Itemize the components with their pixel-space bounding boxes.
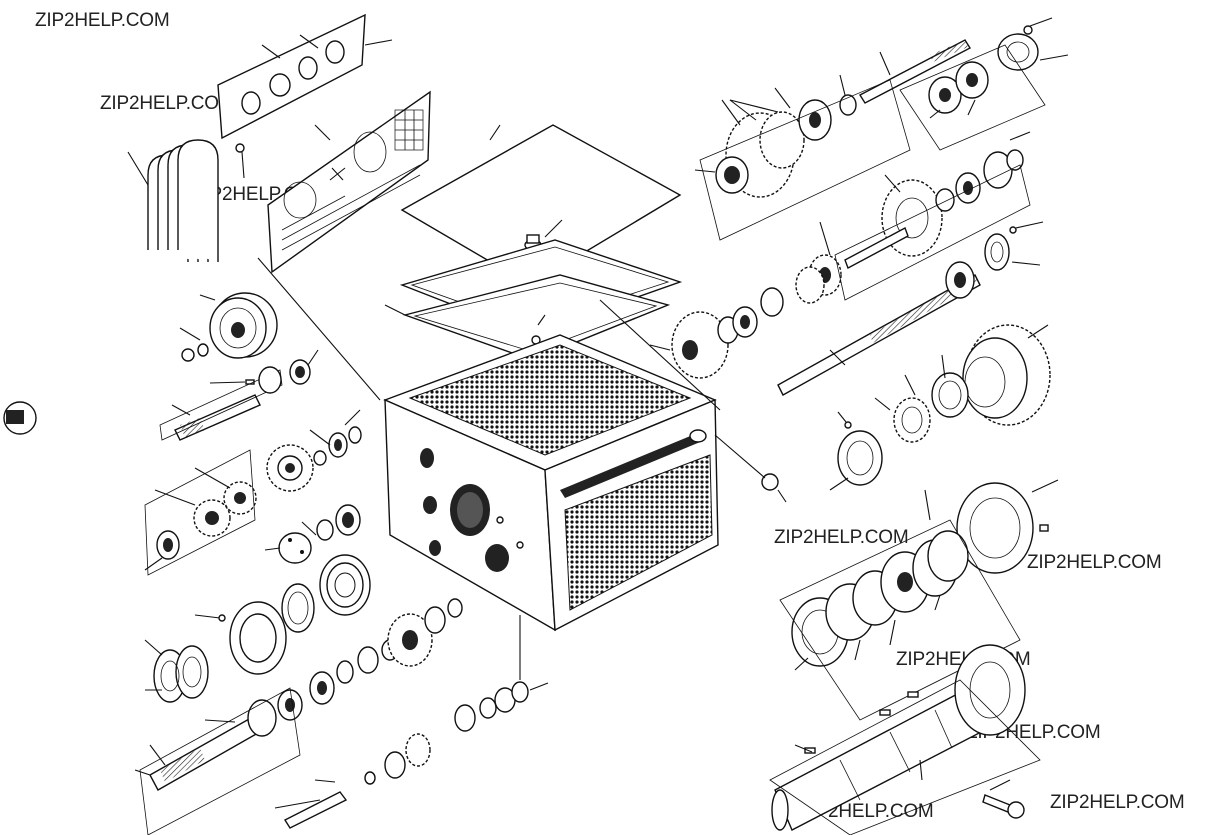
input-shaft [159, 369, 283, 441]
long-spline-shaft [777, 261, 981, 396]
gear-train-lower-center [309, 598, 463, 705]
top-cover-plate [400, 124, 682, 286]
large-bearing-center-left [281, 554, 371, 633]
spindle-flange-ring [956, 479, 1059, 574]
cover-plate-lower [402, 274, 671, 361]
spindle-gear [962, 324, 1051, 426]
indicator-plate [217, 13, 393, 140]
gear-cluster-mid-right [808, 131, 1031, 301]
bearing-pair-left [258, 349, 319, 394]
belt-pulley [179, 292, 278, 362]
gear-stack-center-right [599, 266, 825, 411]
instruction-panel [257, 90, 431, 401]
spindle-bearing-set [779, 489, 1021, 721]
end-cap-right [984, 221, 1044, 271]
small-bearing-left [144, 530, 180, 571]
gear-cluster-left-mid [144, 449, 257, 576]
watermark-upper-left: ZIP2HELP.COM [100, 93, 235, 114]
gear-cluster-top [694, 74, 911, 241]
top-right-shaft [859, 17, 1069, 104]
main-spindle [769, 644, 1041, 835]
circlip-and-bearing [316, 504, 361, 541]
screw [235, 143, 245, 179]
watermark-mid-right: ZIP2HELP.COM [774, 527, 909, 548]
gear-left-upper [266, 409, 362, 492]
v-belts [127, 139, 219, 262]
spindle-bearings [829, 354, 969, 491]
lower-left-shaft [134, 687, 303, 835]
watermark-bottom-right: ZIP2HELP.COM [1050, 792, 1185, 813]
coupling-sleeves [899, 44, 1046, 151]
plug [714, 434, 787, 503]
spindle-nut-bolt [982, 779, 1025, 819]
seal-flange-left [194, 601, 287, 675]
small-part-left-edge [3, 401, 37, 435]
lower-shaft-parts [274, 615, 549, 829]
split-rings [144, 639, 209, 703]
watermark-top-left: ZIP2HELP.COM [35, 10, 170, 31]
cover-flange-left [264, 521, 317, 564]
watermark-right: ZIP2HELP.COM [1027, 552, 1162, 573]
watermark-bottom-center: 2HELP.COM [828, 801, 934, 822]
gearbox-housing [383, 334, 719, 632]
